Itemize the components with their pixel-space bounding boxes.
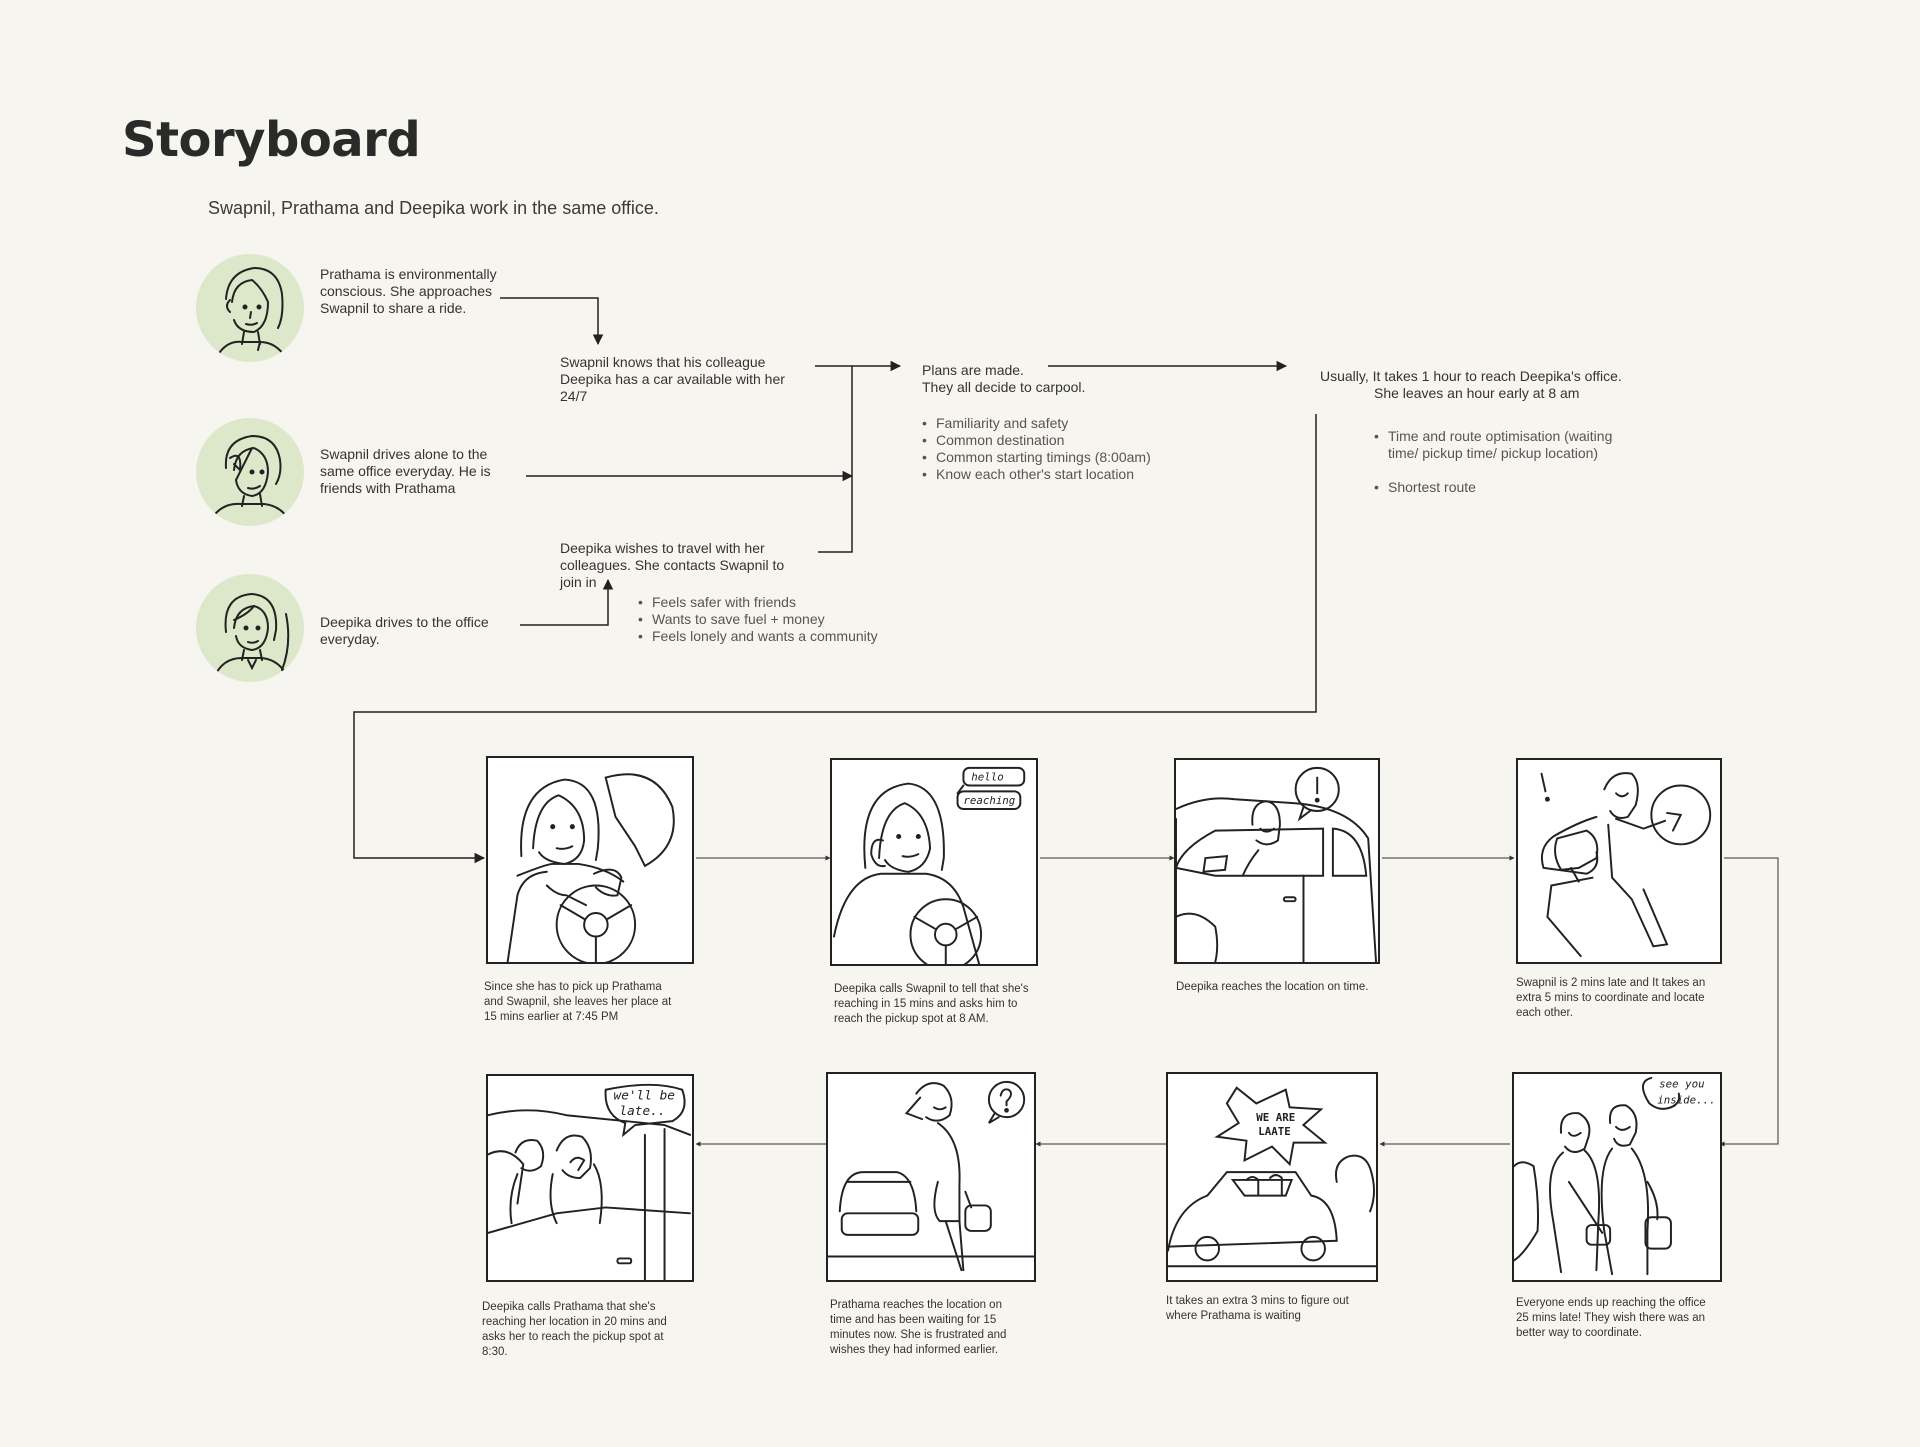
usually-line-2: She leaves an hour early at 8 am xyxy=(1374,385,1580,401)
list-item: Feels lonely and wants a community xyxy=(638,628,878,645)
list-item: Time and route optimisation (waiting tim… xyxy=(1374,428,1612,462)
swapnil-knows-text: Swapnil knows that his colleague Deepika… xyxy=(560,354,785,404)
panel-2-caption: Deepika calls Swapnil to tell that she's… xyxy=(834,983,1029,1025)
storyboard-panel-8: we'll be late.. xyxy=(486,1074,694,1282)
list-item: Shortest route xyxy=(1374,479,1612,496)
swapnil-description: Swapnil drives alone to the same office … xyxy=(320,446,491,496)
panel-8-caption: Deepika calls Prathama that she's reachi… xyxy=(482,1301,667,1358)
list-item: Feels safer with friends xyxy=(638,594,878,611)
storyboard-panel-7 xyxy=(826,1072,1036,1282)
deepika-reasons-list: Feels safer with friends Wants to save f… xyxy=(638,594,878,645)
prathama-description: Prathama is environmentally conscious. S… xyxy=(320,266,497,316)
storyboard-panel-1 xyxy=(486,756,694,964)
bubble-text: hello xyxy=(971,771,1003,784)
bubble-text: we'll be xyxy=(614,1089,676,1104)
list-item: Wants to save fuel + money xyxy=(638,611,878,628)
list-item: Know each other's start location xyxy=(922,466,1151,483)
panel-3-caption: Deepika reaches the location on time. xyxy=(1176,981,1369,993)
storyboard-panel-4 xyxy=(1516,758,1722,964)
usually-line-1: Usually, It takes 1 hour to reach Deepik… xyxy=(1320,368,1622,384)
panel-1-caption: Since she has to pick up Prathama and Sw… xyxy=(484,981,672,1023)
usually-list: Time and route optimisation (waiting tim… xyxy=(1374,411,1612,513)
deepika-avatar-icon xyxy=(196,574,304,682)
storyboard-panel-6: WE ARE LAATE xyxy=(1166,1072,1378,1282)
panel-5-caption: Everyone ends up reaching the office 25 … xyxy=(1516,1297,1706,1339)
panel-4-caption: Swapnil is 2 mins late and It takes an e… xyxy=(1516,977,1706,1019)
plans-list: Familiarity and safety Common destinatio… xyxy=(922,415,1151,483)
bubble-text: reaching xyxy=(963,794,1015,807)
bubble-text: WE ARE xyxy=(1256,1111,1295,1124)
storyboard-panel-3 xyxy=(1174,758,1380,964)
list-item: Common destination xyxy=(922,432,1151,449)
list-item: Common starting timings (8:00am) xyxy=(922,449,1151,466)
intro-text: Swapnil, Prathama and Deepika work in th… xyxy=(208,198,659,218)
list-item: Familiarity and safety xyxy=(922,415,1151,432)
page-title: Storyboard xyxy=(122,112,421,168)
deepika-description: Deepika drives to the office everyday. xyxy=(320,614,489,647)
bubble-text: LAATE xyxy=(1258,1125,1290,1138)
panel-6-caption: It takes an extra 3 mins to figure out w… xyxy=(1166,1295,1349,1322)
storyboard-panel-5: see you inside... xyxy=(1512,1072,1722,1282)
plans-text: Plans are made. They all decide to carpo… xyxy=(922,362,1086,395)
panel-7-caption: Prathama reaches the location on time an… xyxy=(830,1299,1007,1356)
bubble-text: late.. xyxy=(619,1104,665,1119)
storyboard-panel-2: hello reaching xyxy=(830,758,1038,966)
swapnil-avatar-icon xyxy=(196,418,304,526)
deepika-wishes-text: Deepika wishes to travel with her collea… xyxy=(560,540,785,590)
bubble-text: inside... xyxy=(1657,1093,1715,1106)
bubble-text: see you xyxy=(1659,1078,1704,1091)
prathama-avatar-icon xyxy=(196,254,304,362)
